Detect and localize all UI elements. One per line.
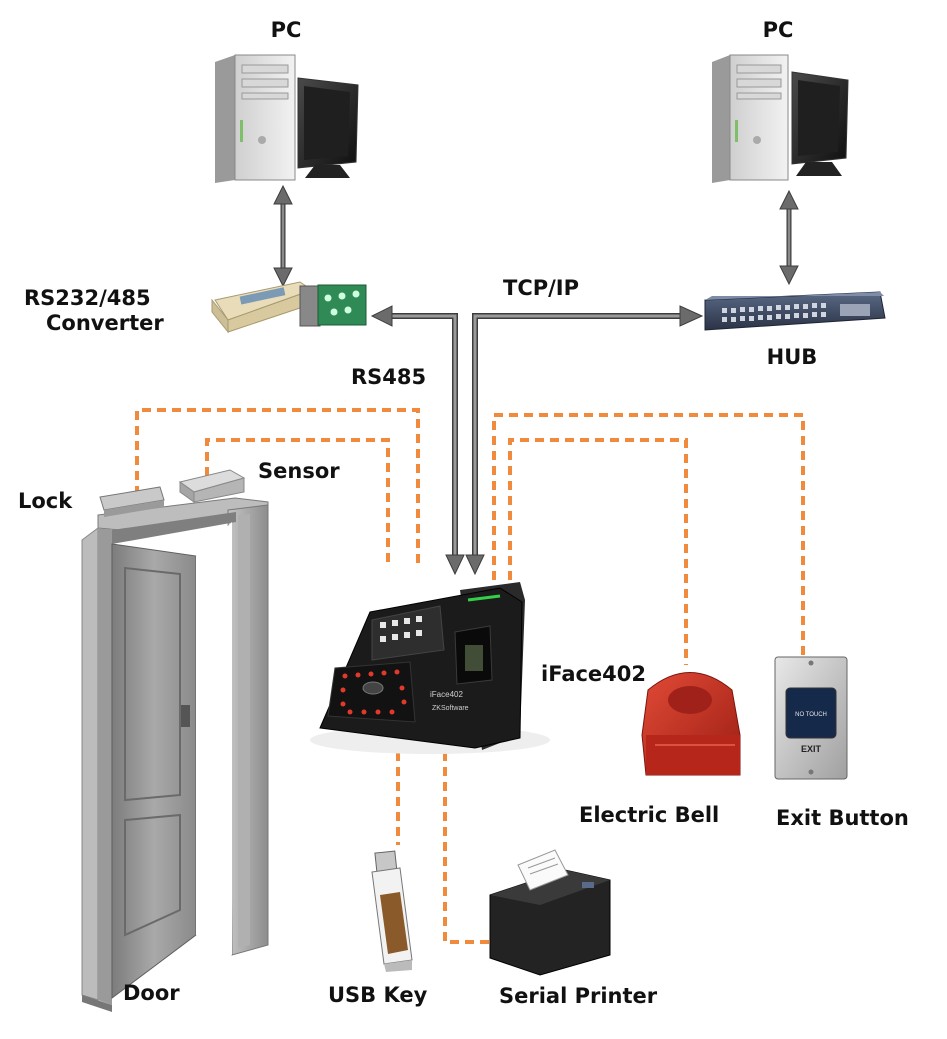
serial-printer-label: Serial Printer [499, 984, 658, 1008]
hub-label: HUB [766, 345, 818, 369]
lock-illustration [99, 486, 165, 517]
exit-button-illustration: NO TOUCH EXIT [774, 656, 848, 780]
door-label: Door [123, 981, 180, 1005]
converter-label-line1: RS232/485 [24, 286, 151, 310]
converter-label-line2: Converter [46, 311, 164, 335]
arrow-tcpip [465, 305, 704, 576]
pc-right-illustration [712, 54, 849, 183]
door-illustration [81, 497, 269, 1012]
pc-right-label: PC [762, 18, 794, 42]
wire-sensor [205, 438, 390, 565]
arrow-pc-hub [779, 189, 799, 286]
wire-exit-button [492, 413, 805, 655]
wire-lock [135, 408, 420, 565]
wire-serial-printer [443, 752, 490, 944]
lock-label: Lock [18, 489, 73, 513]
sensor-illustration [178, 469, 246, 503]
usb-key-illustration [371, 850, 413, 972]
exit-button-panel-text: NO TOUCH [795, 712, 827, 718]
arrow-rs485 [370, 305, 465, 576]
pc-left-label: PC [270, 18, 302, 42]
hub-illustration [704, 291, 886, 331]
iface402-device-illustration: iFace402 ZKSoftware [310, 582, 550, 754]
exit-button-caption-text: EXIT [801, 744, 822, 754]
rs485-label: RS485 [351, 365, 427, 389]
converter-illustration [211, 281, 367, 334]
arrow-pc-converter [273, 184, 293, 288]
usb-key-label: USB Key [328, 983, 428, 1007]
device-brand-text: ZKSoftware [432, 705, 469, 712]
tcpip-label: TCP/IP [503, 276, 580, 300]
exit-button-label: Exit Button [776, 806, 909, 830]
device-label: iFace402 [541, 662, 647, 686]
pc-left-illustration [215, 54, 359, 183]
wire-electric-bell [508, 438, 688, 665]
electric-bell-label: Electric Bell [579, 803, 720, 827]
serial-printer-illustration [489, 849, 611, 976]
device-model-text: iFace402 [430, 690, 463, 699]
sensor-label: Sensor [258, 459, 340, 483]
electric-bell-illustration [641, 672, 741, 776]
